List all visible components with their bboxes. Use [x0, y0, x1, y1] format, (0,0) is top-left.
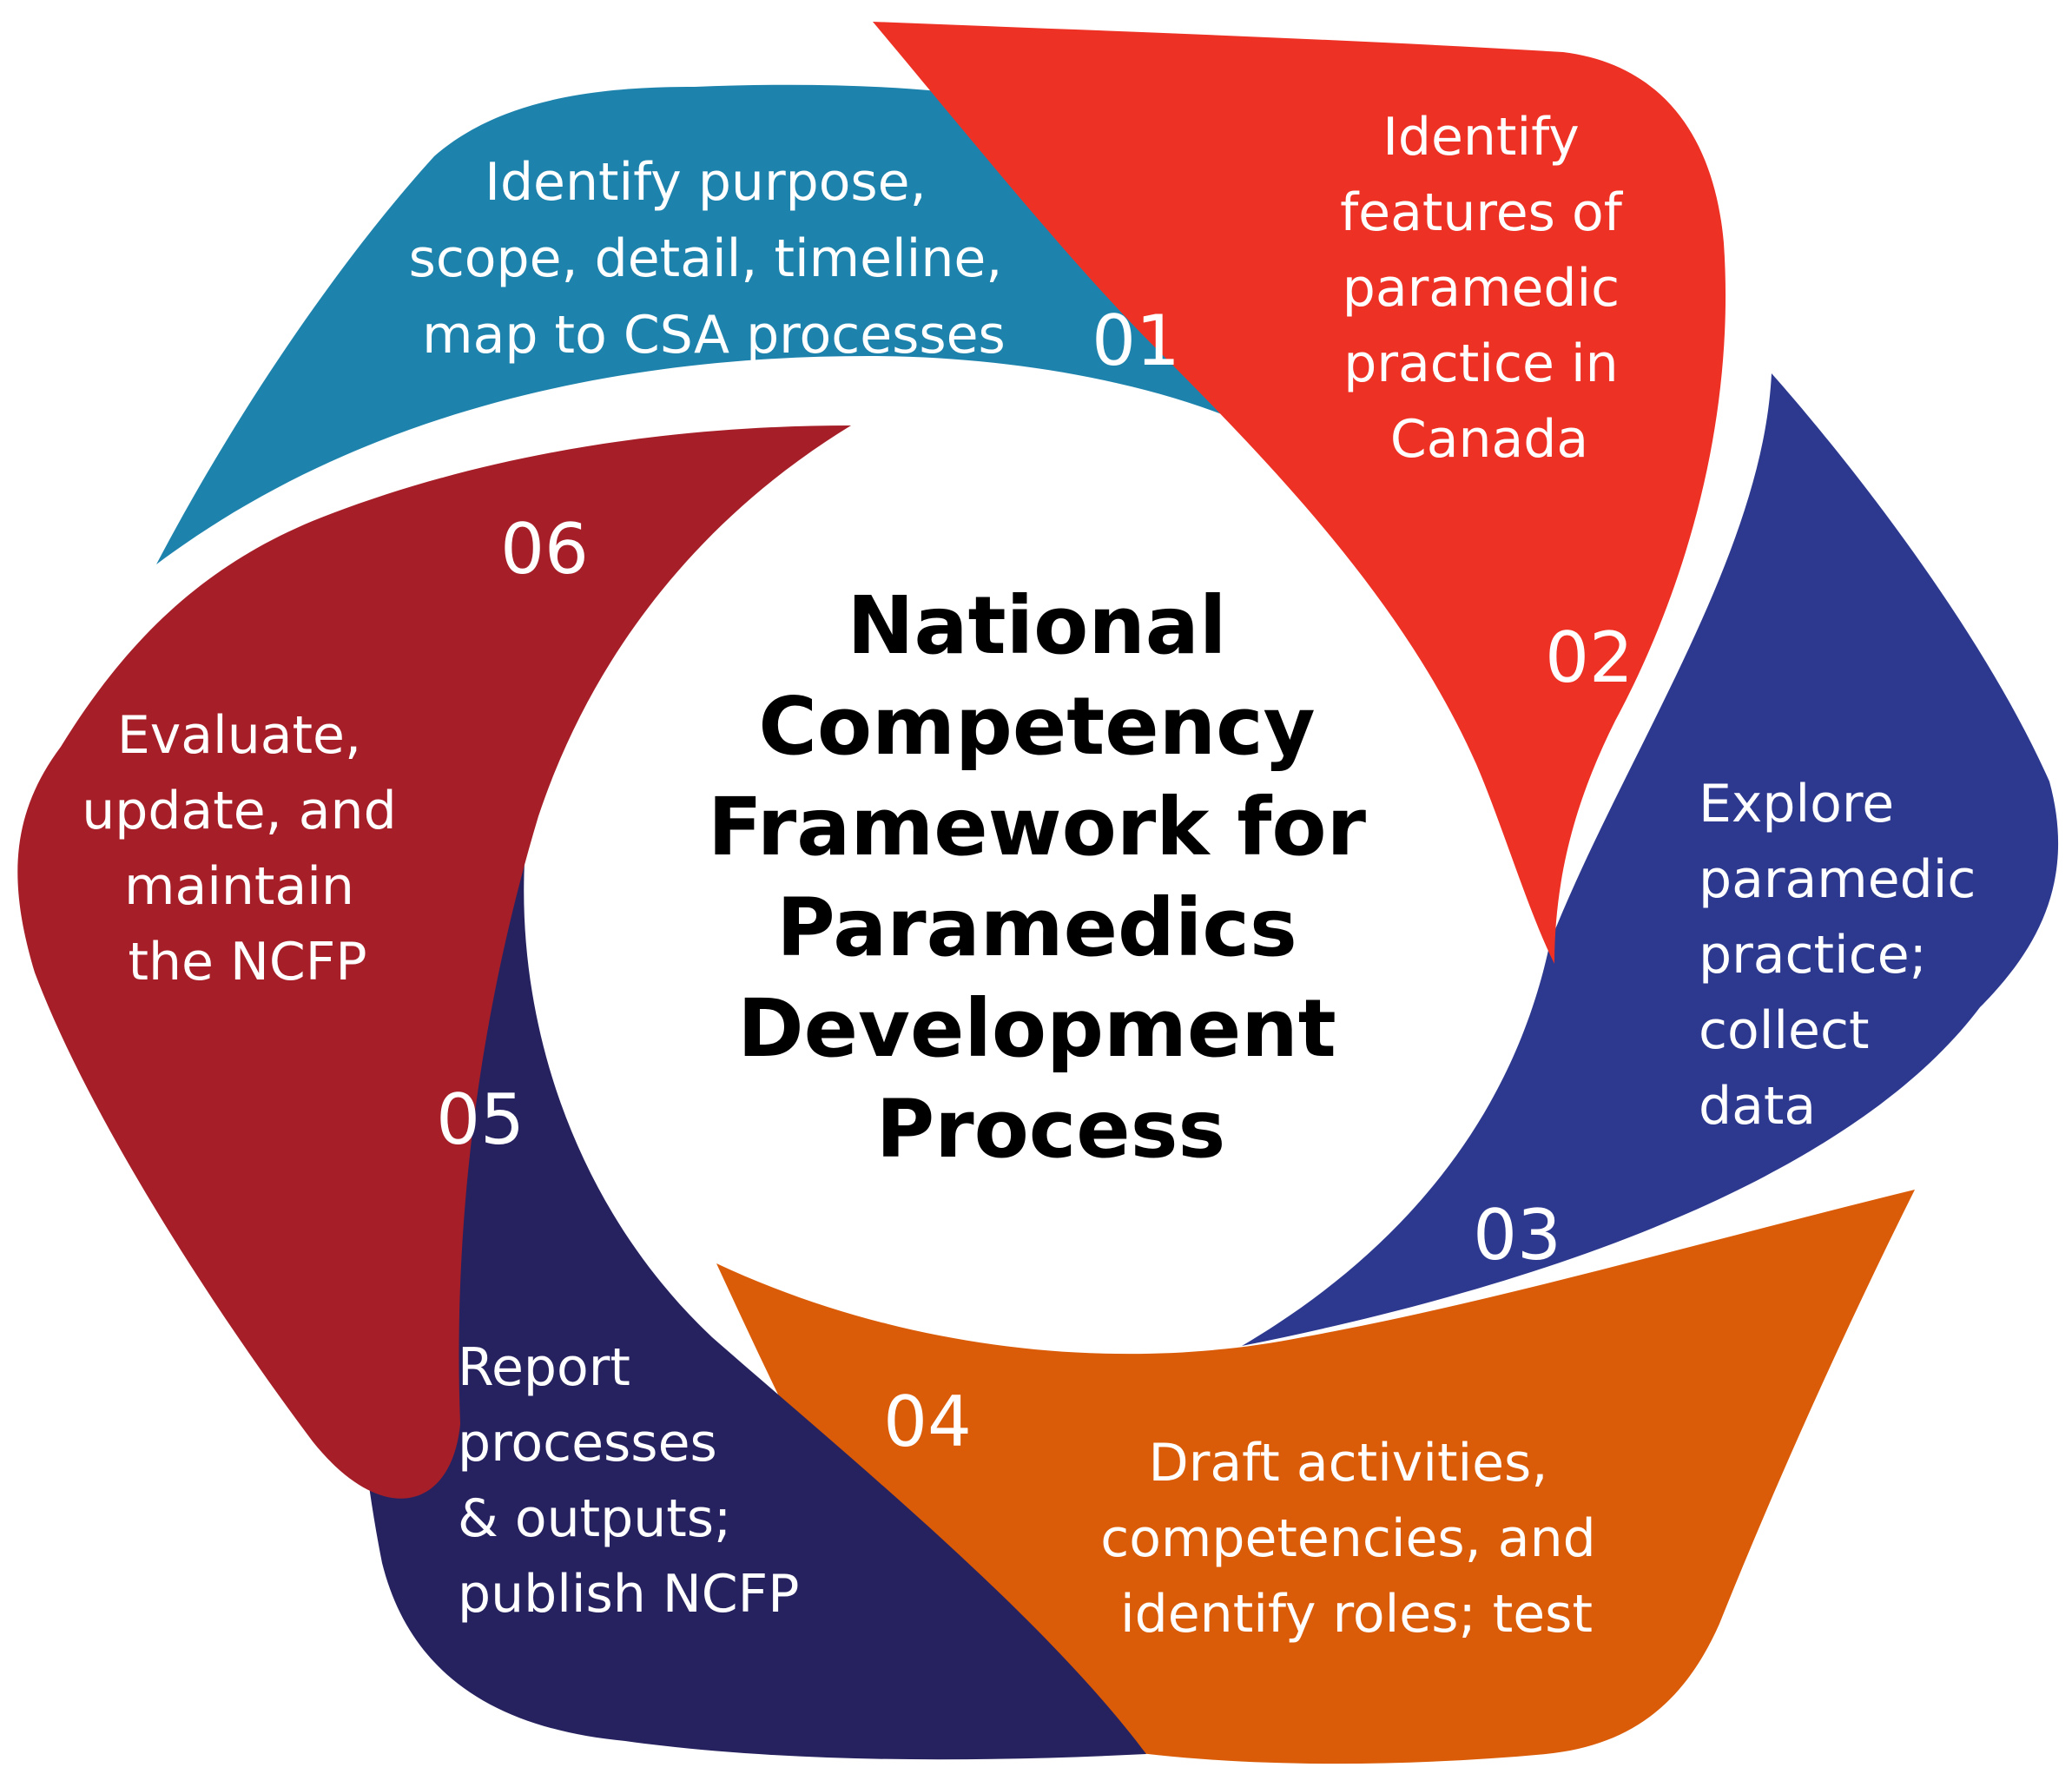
step-02-text: Identify features of paramedic practice … — [1340, 107, 1639, 470]
segment-shape-05 — [330, 808, 1146, 1760]
step-06-text: Evaluate, update, and maintain the NCFP — [82, 705, 413, 993]
segment-shape-06 — [17, 425, 851, 1499]
step-06-number: 06 — [500, 509, 589, 590]
cycle-segments — [17, 22, 2059, 1764]
step-04-text: Draft activities, competencies, and iden… — [1100, 1433, 1613, 1645]
segment-shape-02 — [873, 22, 1726, 964]
segment-shape-03 — [1242, 373, 2059, 1346]
step-02-number: 02 — [1545, 617, 1633, 698]
step-03-text: Explore paramedic practice; collect data — [1699, 774, 1992, 1137]
step-03-number: 03 — [1473, 1195, 1561, 1276]
step-05-number: 05 — [436, 1079, 525, 1160]
cycle-labels: Identify purpose, scope, detail, timelin… — [82, 107, 1992, 1645]
step-04-number: 04 — [883, 1382, 972, 1462]
step-01-text: Identify purpose, scope, detail, timelin… — [409, 152, 1020, 366]
diagram-title: National Competency Framework for Parame… — [708, 579, 1394, 1176]
step-01-number: 01 — [1092, 300, 1180, 381]
step-05-text: Report processes & outputs; publish NCFP — [458, 1337, 799, 1625]
